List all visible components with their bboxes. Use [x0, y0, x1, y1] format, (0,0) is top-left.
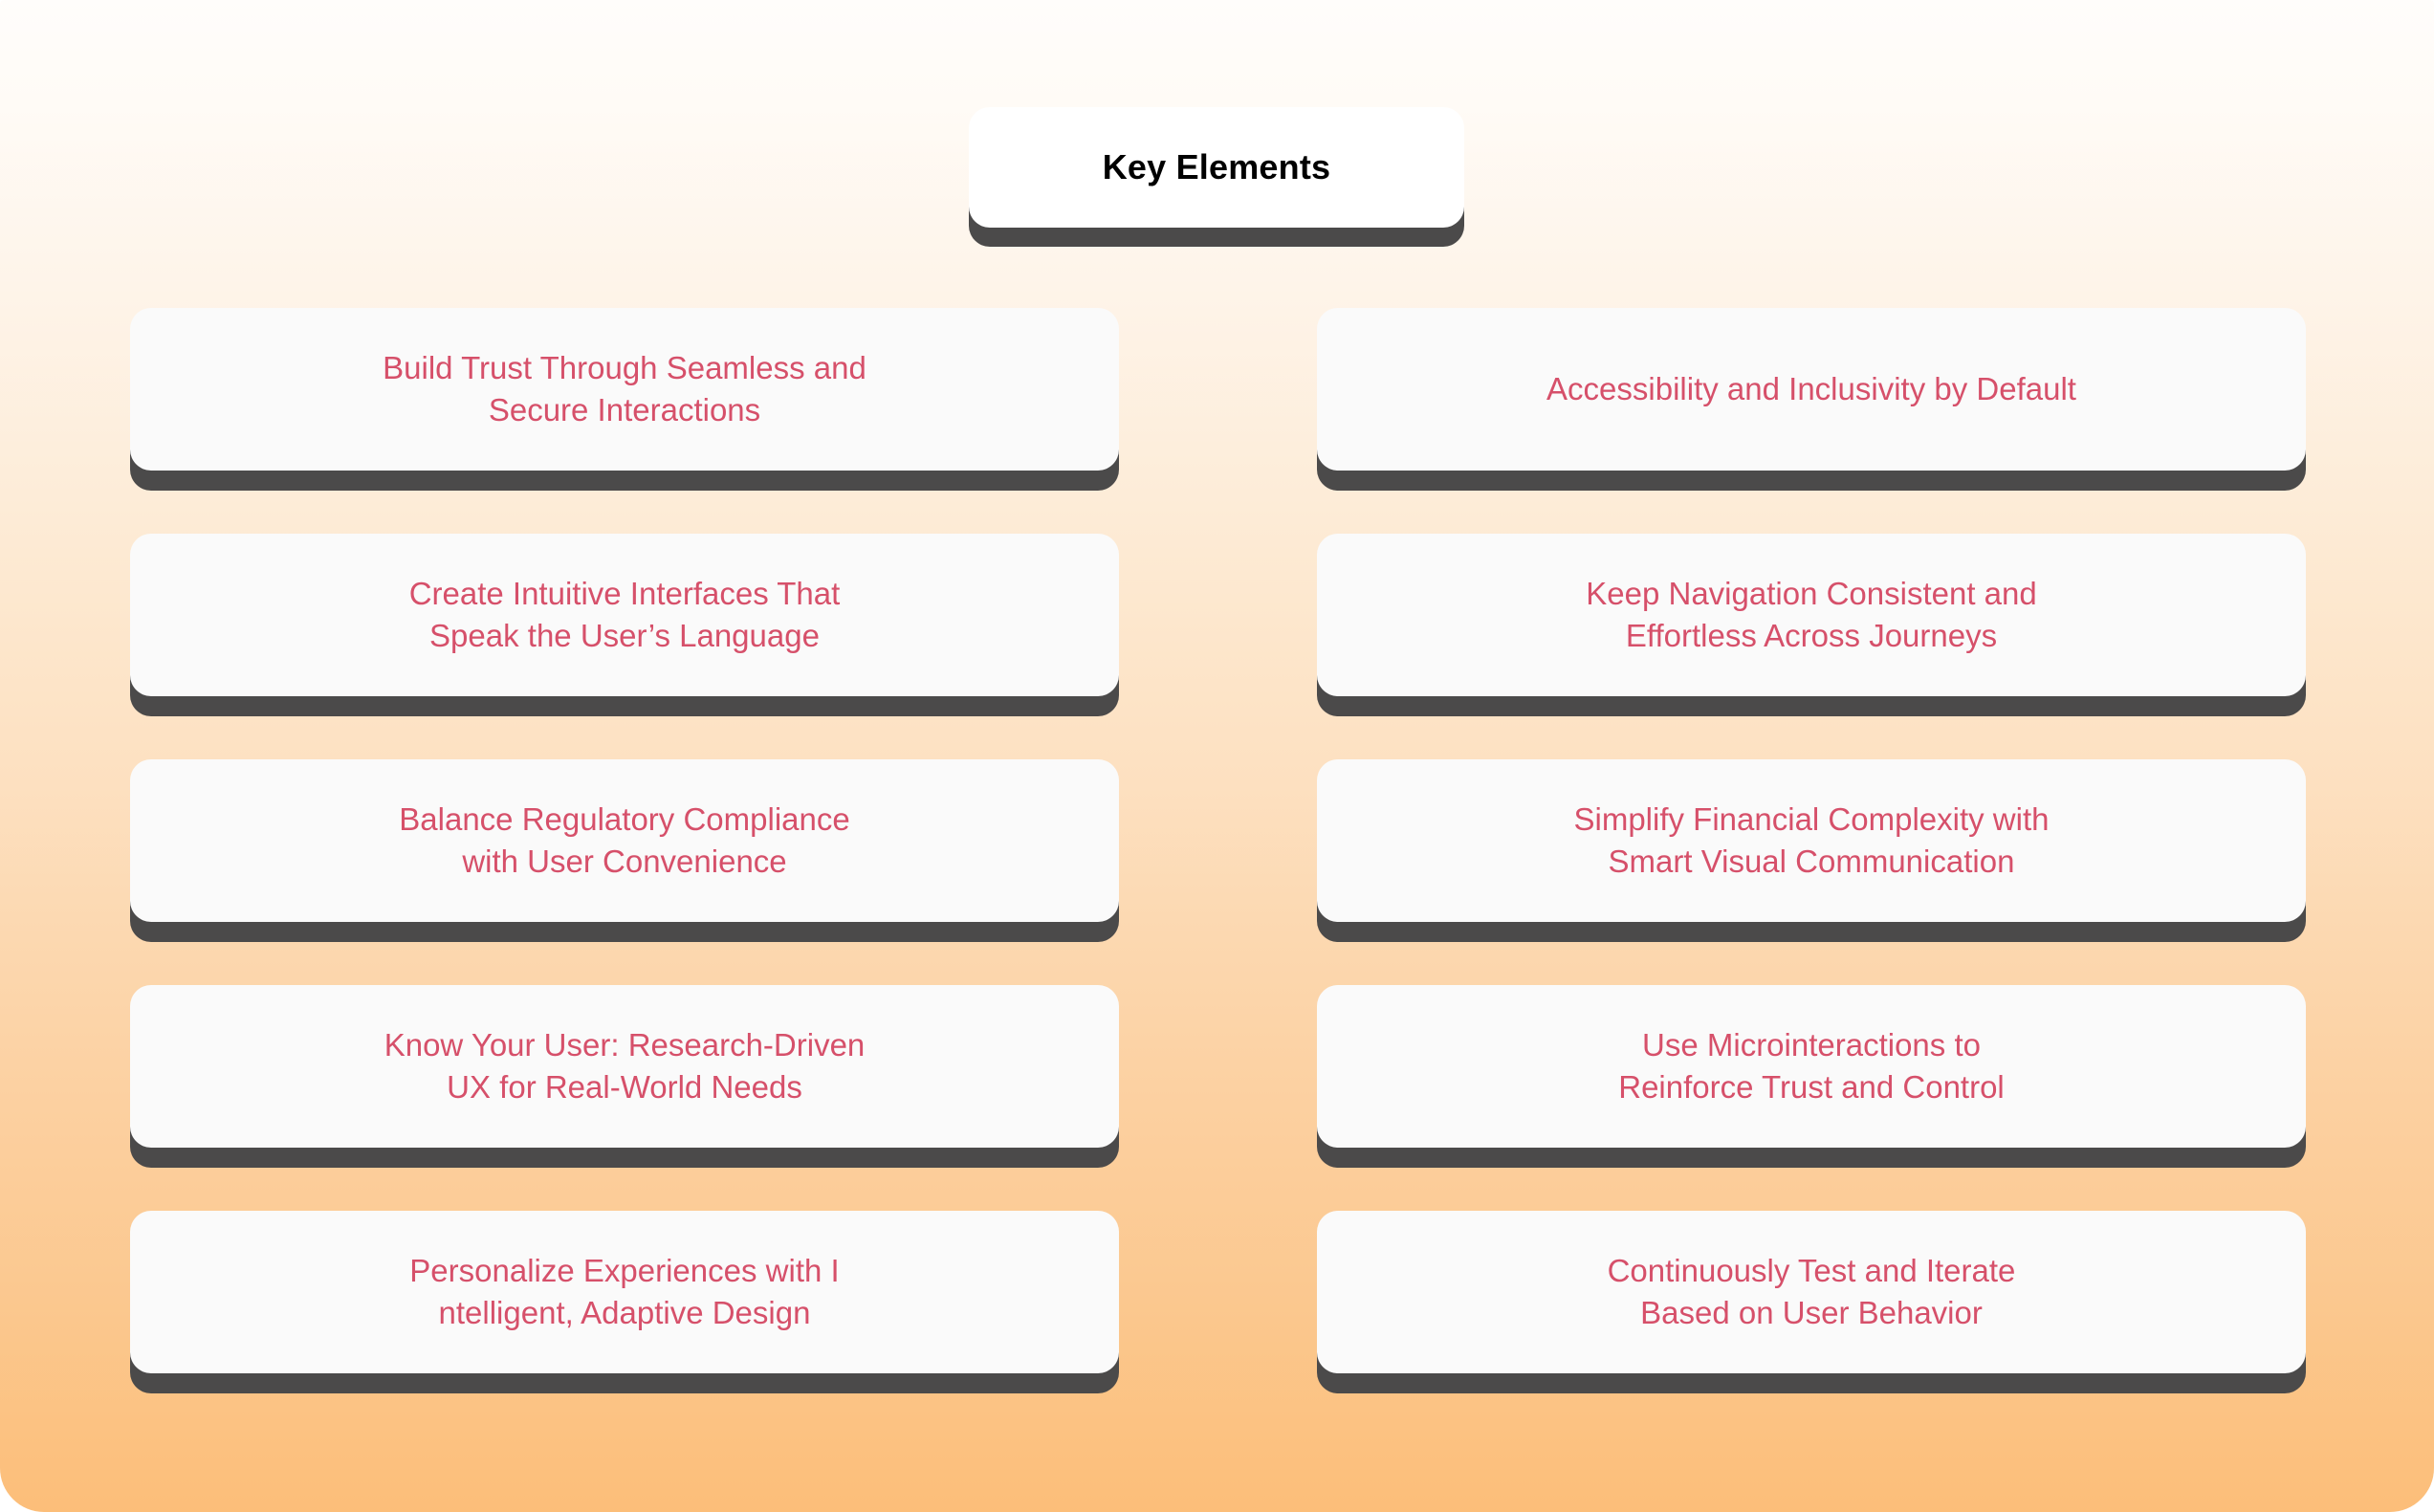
card-right-4[interactable]: Use Microinteractions to Reinforce Trust…	[1317, 985, 2306, 1148]
page-title: Key Elements	[1102, 147, 1331, 187]
card-left-3[interactable]: Balance Regulatory Compliance with User …	[130, 759, 1119, 922]
card-left-5[interactable]: Personalize Experiences with I ntelligen…	[130, 1211, 1119, 1373]
header-card[interactable]: Key Elements	[969, 107, 1464, 228]
card-label: Keep Navigation Consistent and Effortles…	[1586, 576, 2037, 653]
card-label: Create Intuitive Interfaces That Speak t…	[408, 576, 841, 653]
card-left-2[interactable]: Create Intuitive Interfaces That Speak t…	[130, 534, 1119, 696]
card-right-5[interactable]: Continuously Test and Iterate Based on U…	[1317, 1211, 2306, 1373]
card-label: Accessibility and Inclusivity by Default	[1546, 371, 2076, 407]
card-label: Build Trust Through Seamless and Secure …	[383, 350, 866, 427]
card-label: Balance Regulatory Compliance with User …	[399, 801, 850, 879]
card-label: Simplify Financial Complexity with Smart…	[1573, 801, 2050, 879]
card-right-1[interactable]: Accessibility and Inclusivity by Default	[1317, 308, 2306, 471]
card-left-4[interactable]: Know Your User: Research-Driven UX for R…	[130, 985, 1119, 1148]
card-right-3[interactable]: Simplify Financial Complexity with Smart…	[1317, 759, 2306, 922]
card-label: Personalize Experiences with I ntelligen…	[409, 1253, 840, 1330]
card-left-1[interactable]: Build Trust Through Seamless and Secure …	[130, 308, 1119, 471]
card-label: Know Your User: Research-Driven UX for R…	[384, 1027, 866, 1105]
card-label: Use Microinteractions to Reinforce Trust…	[1618, 1027, 2005, 1105]
card-label: Continuously Test and Iterate Based on U…	[1607, 1253, 2016, 1330]
card-right-2[interactable]: Keep Navigation Consistent and Effortles…	[1317, 534, 2306, 696]
